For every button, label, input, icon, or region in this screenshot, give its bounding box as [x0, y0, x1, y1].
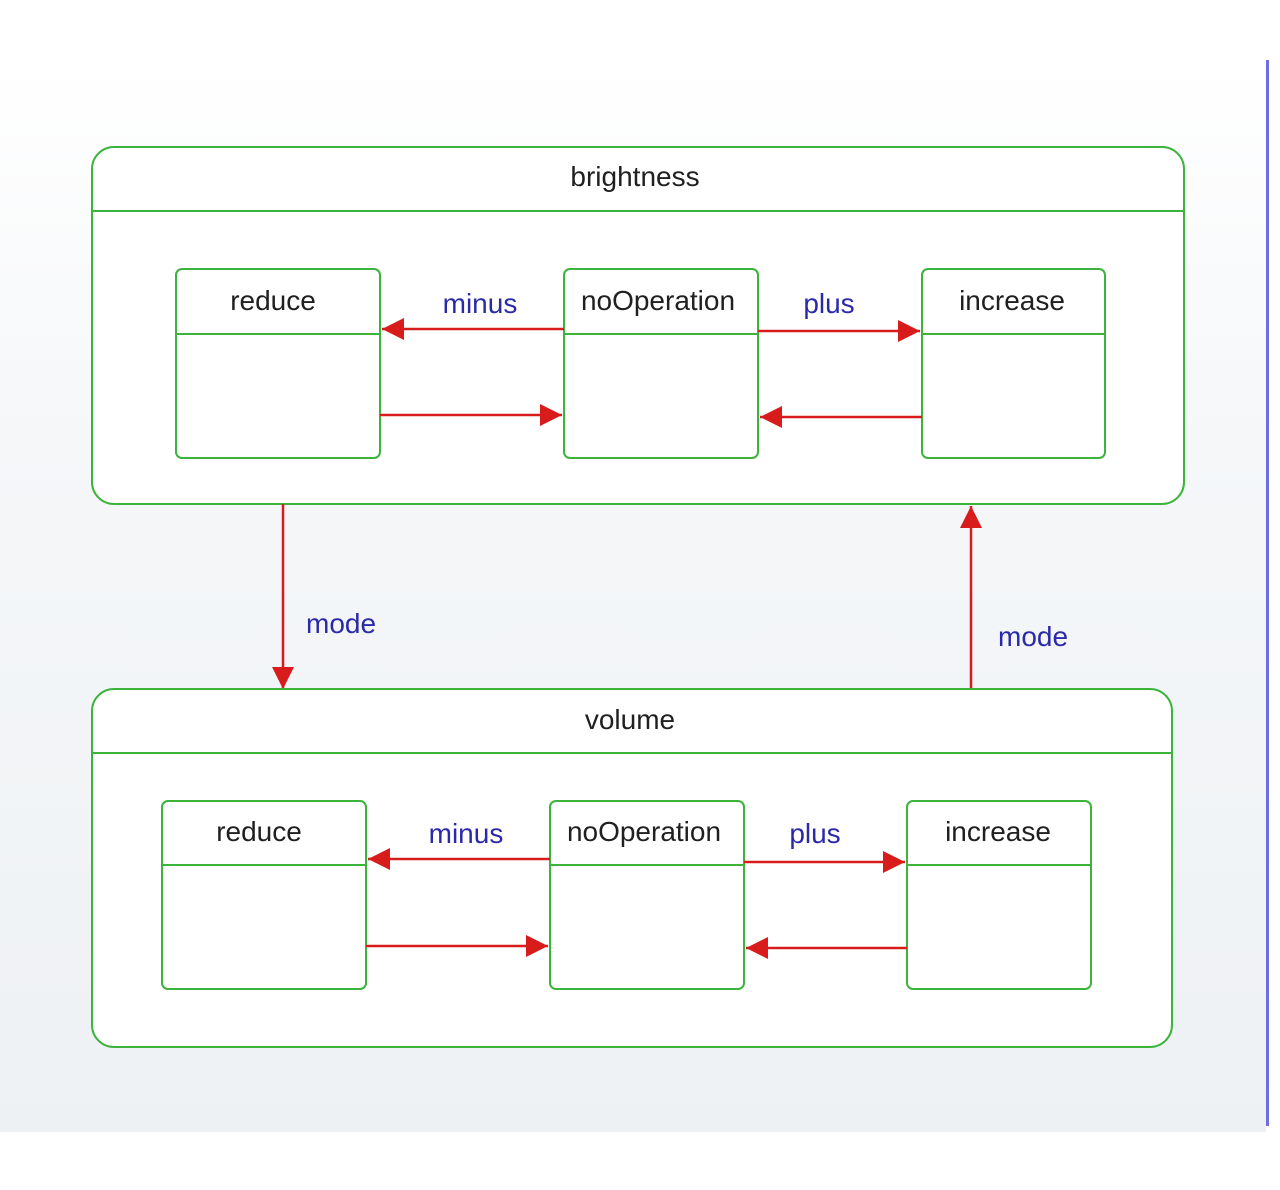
- volume-title: volume: [585, 704, 675, 735]
- volume-reduce-title: reduce: [216, 816, 302, 847]
- volume-increase-title: increase: [945, 816, 1051, 847]
- volume-nooperation-title: noOperation: [567, 816, 721, 847]
- mode-label-to-volume: mode: [306, 608, 376, 639]
- volume-state-increase[interactable]: increase: [906, 800, 1092, 990]
- brightness-nooperation-box: [563, 268, 759, 459]
- volume-increase-box: [906, 800, 1092, 990]
- brightness-reduce-box: [175, 268, 381, 459]
- brightness-nooperation-title: noOperation: [581, 285, 735, 316]
- brightness-increase-title: increase: [959, 285, 1065, 316]
- brightness-reduce-title: reduce: [230, 285, 316, 316]
- brightness-increase-box: [921, 268, 1106, 459]
- brightness-state-reduce[interactable]: reduce: [175, 268, 381, 459]
- brightness-minus-label: minus: [443, 288, 518, 319]
- mode-label-to-brightness: mode: [998, 621, 1068, 652]
- volume-nooperation-box: [549, 800, 745, 990]
- panel-edge: [1266, 60, 1269, 1126]
- volume-state-nooperation[interactable]: noOperation: [549, 800, 745, 990]
- brightness-title: brightness: [570, 161, 699, 192]
- volume-minus-label: minus: [429, 818, 504, 849]
- volume-reduce-box: [161, 800, 367, 990]
- brightness-state-increase[interactable]: increase: [921, 268, 1106, 459]
- volume-state-reduce[interactable]: reduce: [161, 800, 367, 990]
- volume-plus-label: plus: [789, 818, 840, 849]
- brightness-plus-label: plus: [803, 288, 854, 319]
- brightness-state-nooperation[interactable]: noOperation: [563, 268, 759, 459]
